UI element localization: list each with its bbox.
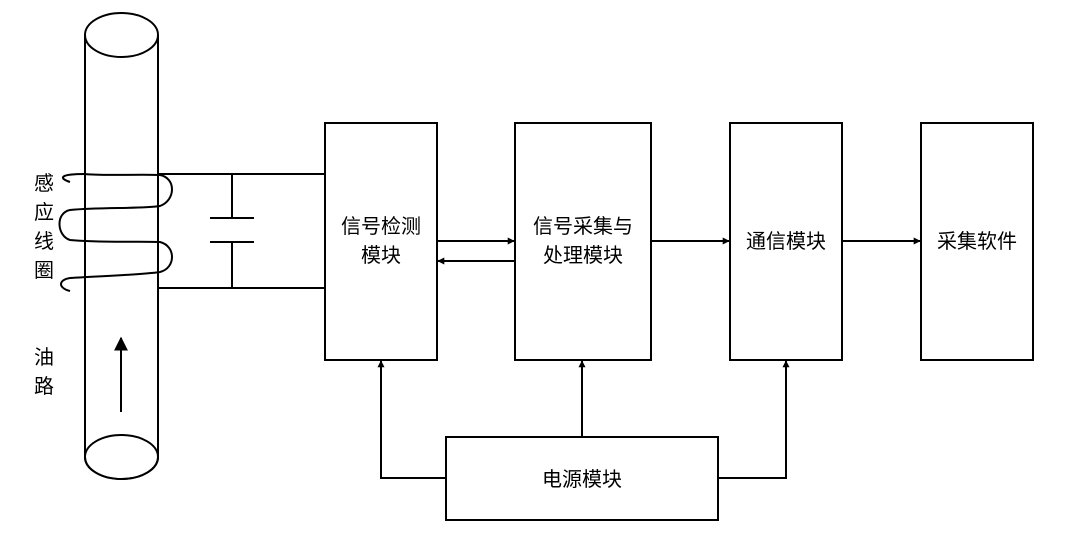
signal-detection-label-line1: 信号检测 — [341, 214, 421, 238]
signal-detection-module — [324, 122, 438, 361]
acquisition-software — [920, 122, 1034, 361]
pipe-bottom-ellipse — [84, 434, 159, 480]
induction-coil — [58, 173, 325, 292]
signal-acquisition-module — [514, 122, 652, 361]
arrow-power-to-comm — [718, 360, 790, 479]
oil-label-char: 油 — [34, 345, 54, 369]
coil-label-char: 线 — [34, 229, 54, 253]
oil-path-label: 油 路 — [34, 345, 54, 398]
communication-label: 通信模块 — [746, 229, 826, 253]
coil-label-char: 感 — [34, 171, 54, 195]
power-module-label: 电源模块 — [542, 467, 622, 491]
coil-label-char: 应 — [34, 200, 54, 224]
oil-pipe — [84, 12, 159, 480]
arrow-power-to-detect — [377, 360, 446, 479]
signal-acquisition-label-line1: 信号采集与 — [533, 214, 633, 238]
communication-module — [729, 122, 843, 361]
signal-acquisition-label-line2: 处理模块 — [543, 243, 623, 267]
capacitor — [210, 174, 254, 288]
acquisition-software-label: 采集软件 — [937, 229, 1017, 253]
coil-label-char: 圈 — [34, 258, 54, 282]
oil-label-char: 路 — [34, 374, 54, 398]
coil-label: 感 应 线 圈 — [34, 171, 54, 282]
signal-detection-label-line2: 模块 — [361, 243, 401, 267]
